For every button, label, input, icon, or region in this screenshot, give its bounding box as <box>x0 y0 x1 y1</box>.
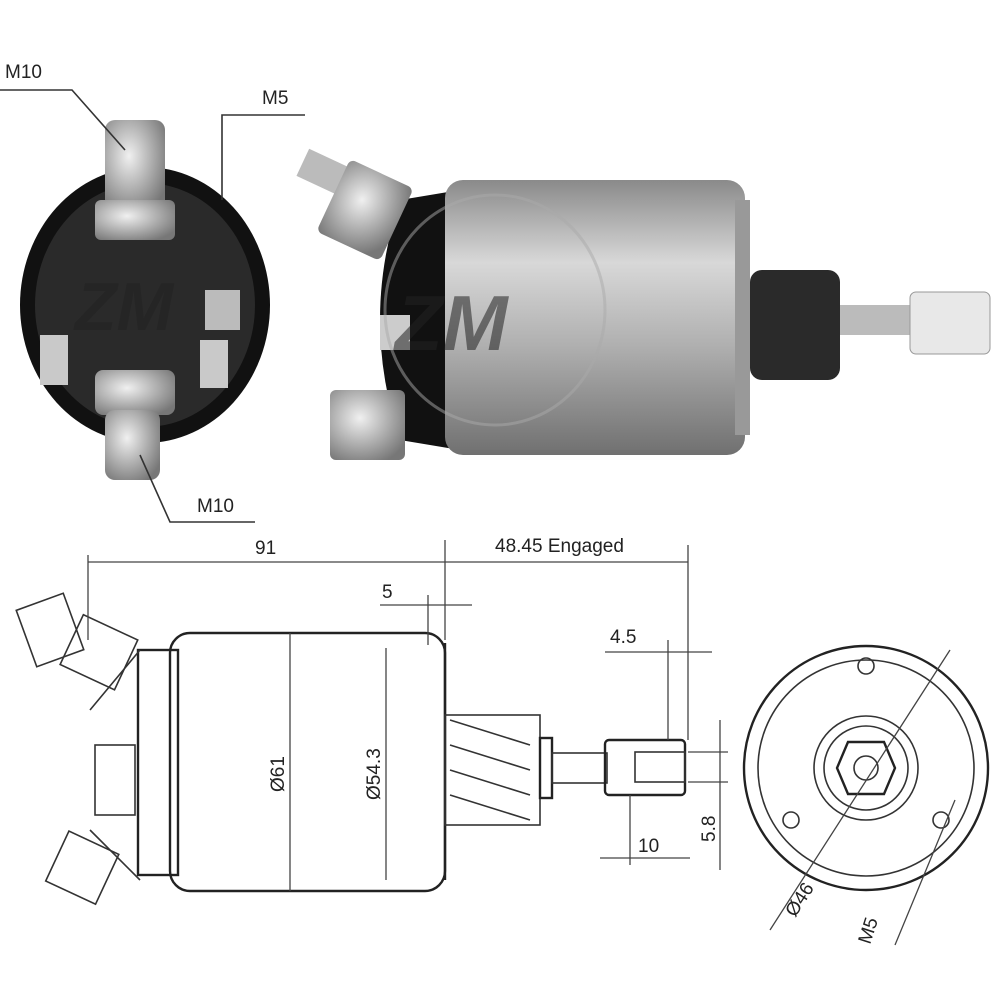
watermark-logo: ZM <box>73 269 175 345</box>
svg-text:ZM: ZM <box>393 279 510 367</box>
top-terminal-stud <box>105 120 165 210</box>
end-view-drawing <box>742 644 990 946</box>
label-m10-top: M10 <box>5 62 42 83</box>
drawing-fork <box>603 738 687 797</box>
dim-10: 10 <box>638 836 659 857</box>
dimension-lines <box>87 540 728 891</box>
dim-91: 91 <box>255 538 276 559</box>
leader-m10-top <box>0 89 126 151</box>
dim-diameter-46: Ø46 <box>782 879 819 921</box>
label-m10-bottom: M10 <box>197 496 234 517</box>
plunger-fork <box>909 291 991 355</box>
dim-diameter-61: Ø61 <box>268 756 289 792</box>
drawing-body <box>168 631 447 893</box>
dim-48-45-engaged: 48.45 Engaged <box>495 536 624 557</box>
dim-m5-thread: M5 <box>855 915 883 947</box>
leader-m10-bottom <box>139 454 255 523</box>
leader-m5 <box>221 114 305 200</box>
dim-4-5: 4.5 <box>610 627 636 648</box>
label-m5: M5 <box>262 88 288 109</box>
side-view-drawing <box>15 592 687 906</box>
dim-diameter-54-3: Ø54.3 <box>364 748 385 800</box>
dim-5: 5 <box>382 582 393 603</box>
dim-5-8: 5.8 <box>699 816 720 842</box>
end-view-photo: ZM <box>20 120 270 480</box>
side-view-photo: ZM <box>296 148 991 460</box>
solenoid-body <box>445 180 745 455</box>
return-spring <box>750 270 840 380</box>
bottom-terminal-stud <box>95 370 175 415</box>
